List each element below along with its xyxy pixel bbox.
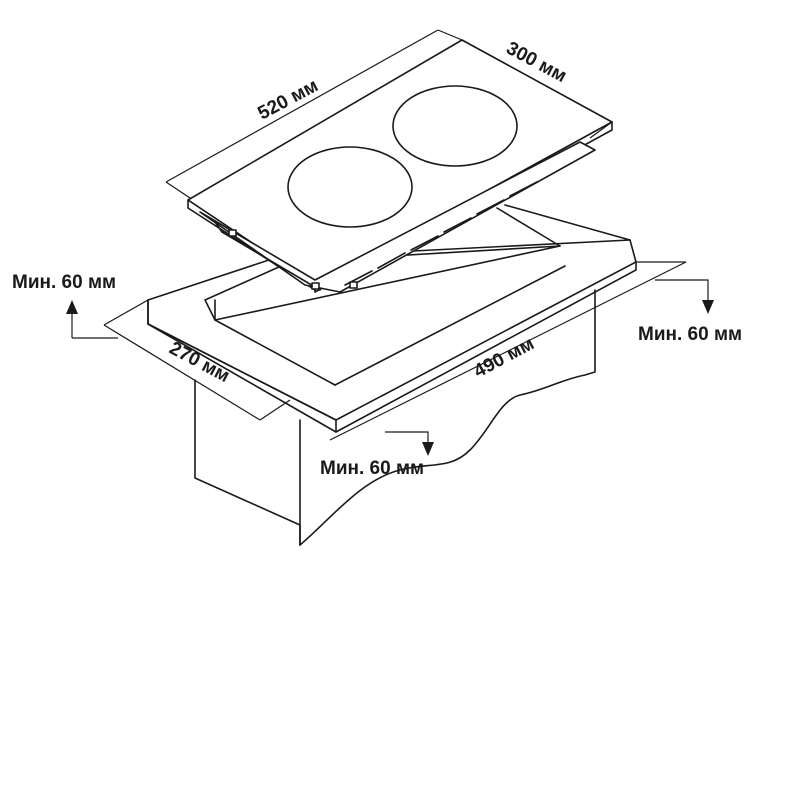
hob-foot [349, 281, 358, 289]
cabinet-cut-edge [299, 289, 596, 546]
burner-left [287, 146, 413, 228]
label-clearance-front: Мин. 60 мм [320, 458, 424, 479]
label-hob-length: 520 мм [254, 75, 321, 124]
dimension-lines [66, 29, 714, 456]
hob [187, 39, 613, 293]
hob-body [199, 141, 596, 293]
hob-foot [228, 229, 237, 237]
cabinet [147, 204, 637, 546]
label-clearance-right: Мин. 60 мм [638, 324, 742, 345]
arrow-down-icon [702, 300, 714, 314]
label-clearance-left: Мин. 60 мм [12, 272, 116, 293]
hob-foot [311, 282, 320, 290]
arrow-down-icon [422, 442, 434, 456]
arrow-up-icon [66, 300, 78, 314]
cabinet-left-wall [194, 379, 301, 546]
burner-right [392, 85, 518, 167]
